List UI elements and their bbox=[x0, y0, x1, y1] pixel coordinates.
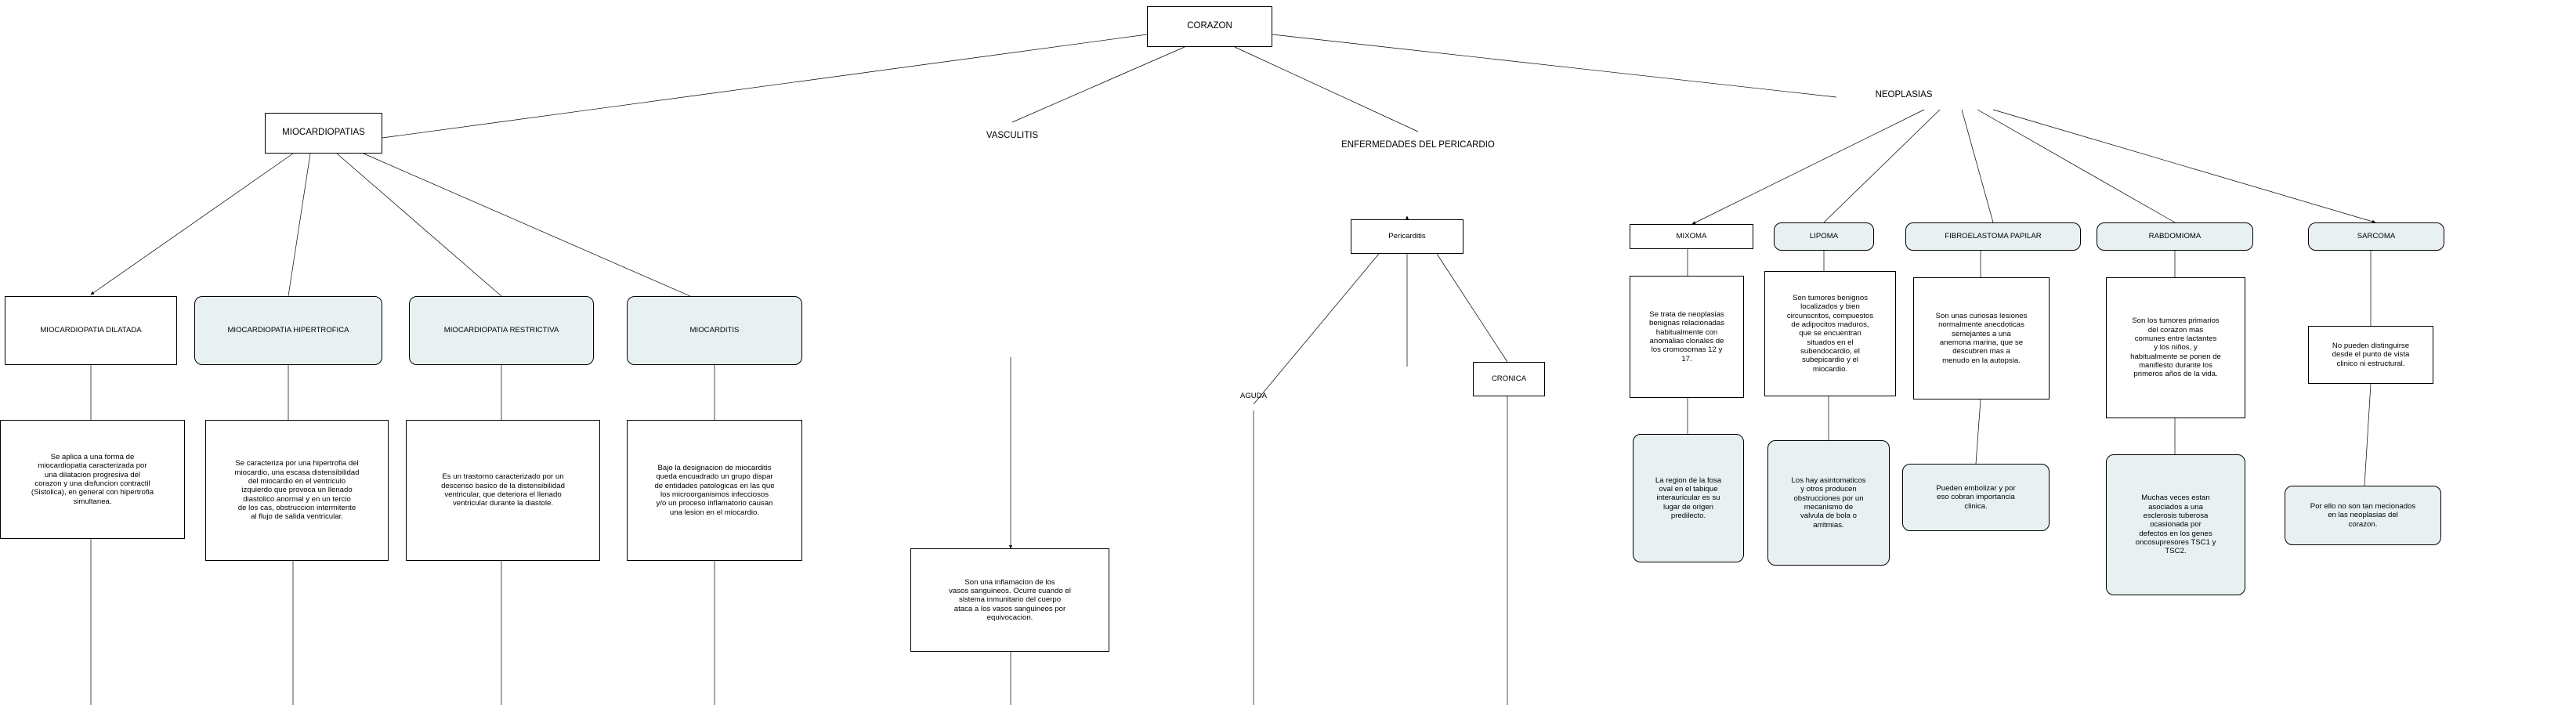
node-label-neoplasias: NEOPLASIAS bbox=[1875, 90, 1933, 100]
edge-pericarditis-to-cronica bbox=[1437, 254, 1507, 362]
node-corazon[interactable]: CORAZON bbox=[1147, 6, 1272, 47]
node-rabdomioma-def[interactable]: Son los tumores primarios del corazon ma… bbox=[2106, 277, 2245, 418]
node-sarcoma-extra[interactable]: Por ello no son tan mecionados en las ne… bbox=[2285, 486, 2441, 545]
node-label-aguda: AGUDA bbox=[1239, 392, 1268, 401]
node-label-vasculitis: VASCULITIS bbox=[986, 131, 1039, 141]
edge-miocardiopatias-to-mc-dilatada bbox=[89, 154, 293, 295]
node-label-fibroelastoma-def: Son unas curiosas lesiones normalmente a… bbox=[1935, 312, 2028, 365]
node-miocarditis[interactable]: MIOCARDITIS bbox=[627, 296, 802, 365]
node-label-cronica: CRONICA bbox=[1491, 374, 1527, 384]
node-label-mixoma-def: Se trata de neoplasias benignas relacion… bbox=[1648, 310, 1724, 363]
node-label-miocarditis: MIOCARDITIS bbox=[689, 326, 740, 335]
node-label-mixoma-extra: La region de la fosa oval en el tabique … bbox=[1655, 475, 1722, 520]
node-enfermedades-pericardio[interactable]: ENFERMEDADES DEL PERICARDIO bbox=[1269, 135, 1567, 157]
node-pericarditis[interactable]: Pericarditis bbox=[1351, 219, 1463, 254]
edge-pericarditis-to-aguda bbox=[1254, 254, 1379, 404]
node-label-rabdomioma-extra: Muchas veces estan asociados a una escle… bbox=[2135, 494, 2216, 556]
node-rabdomioma-extra[interactable]: Muchas veces estan asociados a una escle… bbox=[2106, 454, 2245, 595]
node-lipoma-extra[interactable]: Los hay asintomaticos y otros producen o… bbox=[1767, 440, 1890, 566]
node-vasculitis-def[interactable]: Son una inflamacion de los vasos sanguin… bbox=[910, 548, 1109, 652]
node-label-sarcoma-def: No pueden distinguirse desde el punto de… bbox=[2332, 342, 2410, 368]
edge-fibroelastoma-def-to-fibroelastoma-extra bbox=[1976, 400, 1981, 464]
node-mc-hipertrofica[interactable]: MIOCARDIOPATIA HIPERTROFICA bbox=[194, 296, 382, 365]
node-label-lipoma-def: Son tumores benignos localizados y bien … bbox=[1786, 294, 1874, 374]
edge-miocardiopatias-to-corazon bbox=[382, 34, 1147, 138]
node-sarcoma-def[interactable]: No pueden distinguirse desde el punto de… bbox=[2308, 326, 2433, 384]
edge-neoplasias-to-mixoma bbox=[1691, 110, 1924, 224]
node-label-rabdomioma-def: Son los tumores primarios del corazon ma… bbox=[2130, 316, 2221, 379]
node-label-lipoma: LIPOMA bbox=[1809, 232, 1839, 241]
node-label-miocarditis-def: Bajo la designacion de miocarditis queda… bbox=[654, 464, 775, 517]
node-mc-restrictiva[interactable]: MIOCARDIOPATIA RESTRICTIVA bbox=[409, 296, 594, 365]
edge-neoplasias-to-rabdomioma bbox=[1977, 110, 2175, 222]
node-aguda[interactable]: AGUDA bbox=[1214, 385, 1293, 407]
node-mc-dilatada-def[interactable]: Se aplica a una forma de miocardiopatia … bbox=[0, 420, 185, 539]
edge-corazon-to-vasculitis bbox=[1012, 47, 1185, 122]
node-mixoma-extra[interactable]: La region de la fosa oval en el tabique … bbox=[1633, 434, 1744, 562]
node-fibroelastoma-extra[interactable]: Pueden embolizar y por eso cobran import… bbox=[1902, 464, 2050, 531]
node-cronica[interactable]: CRONICA bbox=[1473, 362, 1545, 396]
node-miocarditis-def[interactable]: Bajo la designacion de miocarditis queda… bbox=[627, 420, 802, 561]
node-label-mc-dilatada-def: Se aplica a una forma de miocardiopatia … bbox=[31, 453, 154, 506]
node-mc-dilatada[interactable]: MIOCARDIOPATIA DILATADA bbox=[5, 296, 177, 365]
node-label-sarcoma-extra: Por ello no son tan mecionados en las ne… bbox=[2310, 502, 2416, 529]
node-mc-restrictiva-def[interactable]: Es un trastorno caracterizado por un des… bbox=[406, 420, 600, 561]
edge-miocardiopatias-to-mc-restrictiva bbox=[337, 154, 501, 296]
node-label-corazon: CORAZON bbox=[1187, 21, 1232, 31]
node-label-mixoma: MIXOMA bbox=[1676, 232, 1707, 241]
node-label-fibroelastoma-extra: Pueden embolizar y por eso cobran import… bbox=[1936, 484, 2016, 511]
node-mixoma[interactable]: MIXOMA bbox=[1630, 224, 1753, 249]
edge-miocardiopatias-to-miocarditis bbox=[364, 154, 697, 299]
node-label-pericarditis: Pericarditis bbox=[1388, 232, 1426, 241]
node-label-mc-hipertrofica-def: Se caracteriza por una hipertrofia del m… bbox=[234, 459, 360, 522]
node-label-vasculitis-def: Son una inflamacion de los vasos sanguin… bbox=[949, 577, 1071, 622]
node-label-mc-restrictiva: MIOCARDIOPATIA RESTRICTIVA bbox=[443, 326, 559, 335]
node-fibroelastoma[interactable]: FIBROELASTOMA PAPILAR bbox=[1905, 222, 2081, 251]
edge-neoplasias-to-fibroelastoma bbox=[1962, 110, 1993, 222]
node-label-fibroelastoma: FIBROELASTOMA PAPILAR bbox=[1945, 232, 2042, 241]
node-label-mc-hipertrofica: MIOCARDIOPATIA HIPERTROFICA bbox=[227, 326, 349, 335]
node-label-miocardiopatias: MIOCARDIOPATIAS bbox=[282, 128, 365, 138]
node-vasculitis[interactable]: VASCULITIS bbox=[948, 125, 1076, 147]
edge-corazon-to-neoplasias bbox=[1272, 34, 1836, 97]
edge-sarcoma-def-to-sarcoma-extra bbox=[2364, 384, 2371, 486]
node-mc-hipertrofica-def[interactable]: Se caracteriza por una hipertrofia del m… bbox=[205, 420, 389, 561]
node-rabdomioma[interactable]: RABDOMIOMA bbox=[2097, 222, 2253, 251]
edge-corazon-to-enfermedades-pericardio bbox=[1235, 47, 1418, 132]
node-label-mc-restrictiva-def: Es un trastorno caracterizado por un des… bbox=[441, 472, 565, 508]
node-neoplasias[interactable]: NEOPLASIAS bbox=[1836, 85, 1971, 107]
node-label-rabdomioma: RABDOMIOMA bbox=[2148, 232, 2202, 241]
node-sarcoma[interactable]: SARCOMA bbox=[2308, 222, 2444, 251]
node-label-sarcoma: SARCOMA bbox=[2357, 232, 2396, 241]
node-label-enfermedades-pericardio: ENFERMEDADES DEL PERICARDIO bbox=[1341, 140, 1495, 150]
edge-miocardiopatias-to-mc-hipertrofica bbox=[288, 154, 310, 296]
node-label-lipoma-extra: Los hay asintomaticos y otros producen o… bbox=[1791, 476, 1866, 530]
node-fibroelastoma-def[interactable]: Son unas curiosas lesiones normalmente a… bbox=[1913, 277, 2050, 400]
node-miocardiopatias[interactable]: MIOCARDIOPATIAS bbox=[265, 113, 382, 154]
edge-neoplasias-to-lipoma bbox=[1824, 110, 1940, 222]
node-lipoma[interactable]: LIPOMA bbox=[1774, 222, 1874, 251]
node-mixoma-def[interactable]: Se trata de neoplasias benignas relacion… bbox=[1630, 276, 1744, 398]
edge-neoplasias-to-sarcoma bbox=[1993, 110, 2377, 224]
node-label-mc-dilatada: MIOCARDIOPATIA DILATADA bbox=[40, 326, 142, 335]
node-lipoma-def[interactable]: Son tumores benignos localizados y bien … bbox=[1764, 271, 1896, 396]
